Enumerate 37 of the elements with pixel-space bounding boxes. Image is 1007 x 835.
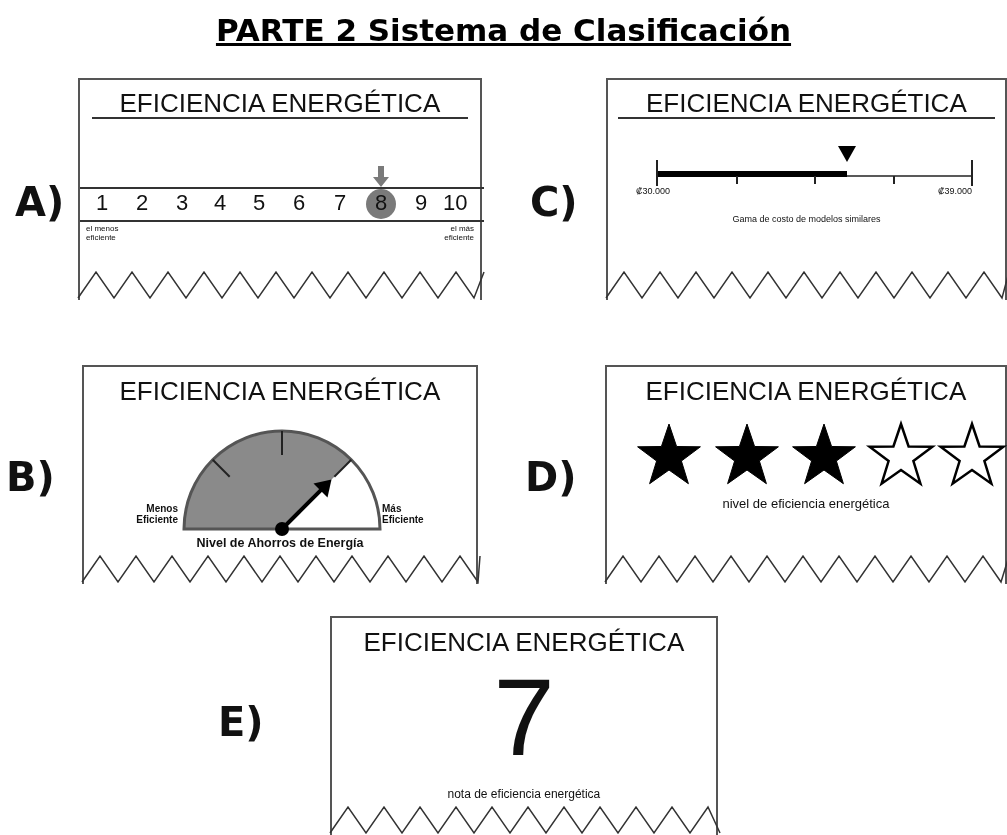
label-card [82,365,478,584]
scale-number: 7 [334,191,347,216]
scale-number: 6 [293,191,306,216]
card-title: EFICIENCIA ENERGÉTICA [645,377,967,406]
rating-caption: nivel de eficiencia energética [722,497,890,512]
card-title: EFICIENCIA ENERGÉTICA [618,90,995,119]
scale-number: 3 [176,191,189,216]
gauge-end-label: Menos Eficiente [135,503,178,525]
panel-letter: A) [15,180,65,224]
scale-number: 4 [214,191,227,216]
scale-caption: Gama de costo de modelos similares [732,215,881,225]
scale-number: 1 [96,191,109,216]
scale-number: 2 [136,191,149,216]
page-title: PARTE 2 Sistema de Clasificación [215,12,792,48]
price-label: ₡30.000 [636,187,671,197]
grade-caption: nota de eficiencia energética [447,788,601,802]
scale-number: 8 [375,191,388,216]
scale-end-label: el menos eficiente [86,225,120,243]
gauge-caption: Nivel de Ahorros de Energía [196,537,364,551]
card-title: EFICIENCIA ENERGÉTICA [119,377,441,406]
scale-end-label: el más eficiente [443,225,474,243]
panel-letter: D) [525,455,577,499]
panel-letter: E) [218,700,264,744]
label-card [605,365,1007,584]
label-card [330,616,718,835]
scale-number: 5 [253,191,266,216]
label-card [606,78,1007,300]
panel-letter: B) [6,455,55,499]
gauge-end-label: Más Eficiente [382,503,425,525]
card-title: EFICIENCIA ENERGÉTICA [91,90,469,119]
scale-number: 9 [415,191,428,216]
grade-number: 7 [493,662,555,772]
panel-letter: C) [530,180,578,224]
price-label: ₡39.000 [938,187,973,197]
card-title: EFICIENCIA ENERGÉTICA [363,628,685,657]
label-card [78,78,482,300]
scale-number: 10 [443,191,468,216]
